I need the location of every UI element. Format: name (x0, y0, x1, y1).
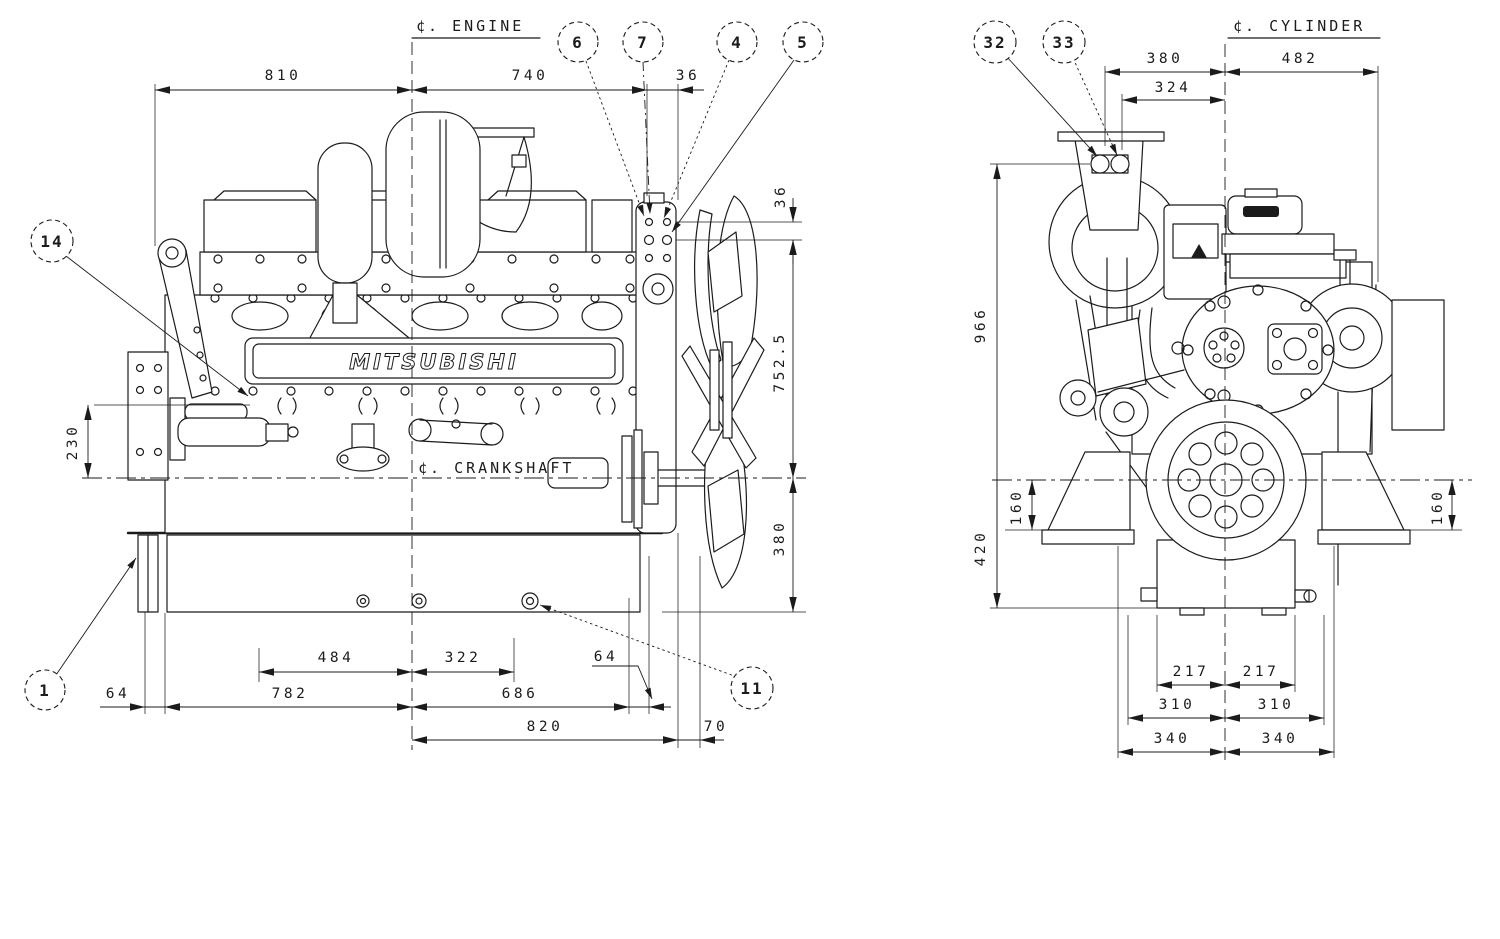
crankshaft-centerline-label: ¢. CRANKSHAFT (418, 459, 574, 477)
side-balloons: 6 7 4 5 14 1 11 (24, 21, 824, 711)
front-view: ¢. CYLINDER 380 482 324 966 160 420 (973, 17, 1472, 762)
mount-foot-right (1321, 451, 1405, 531)
engine-centerline-label: ¢. ENGINE (416, 17, 524, 35)
dim-230: 230 (65, 424, 81, 461)
balloon-5-label: 5 (797, 33, 809, 52)
side-centerlines: ¢. ENGINE ¢. CRANKSHAFT (82, 17, 806, 750)
balloon-14-label: 14 (40, 232, 63, 251)
balloon-6-label: 6 (572, 33, 584, 52)
front-dims-right: 160 (1408, 480, 1462, 531)
injection-line-clips (277, 397, 616, 415)
flange-bolt-a (1090, 154, 1110, 174)
filler-cap (1243, 206, 1279, 217)
cylinder-centerline-label: ¢. CYLINDER (1233, 17, 1365, 35)
balloon-14 (30, 219, 74, 263)
dim-36-right: 36 (773, 184, 789, 208)
valve-cover: MITSUBISHI (244, 337, 624, 385)
front-turbo-group (1048, 131, 1182, 421)
dim-340-right: 340 (1262, 731, 1299, 747)
drain-plug (521, 592, 539, 610)
underside-fittings (336, 418, 504, 472)
dim-64-left: 64 (106, 686, 130, 702)
front-balloons: 32 33 (973, 20, 1118, 157)
balloon-33-label: 33 (1052, 33, 1075, 52)
balloon-11 (730, 666, 774, 710)
pto-cover-plate (1267, 323, 1323, 375)
fan-hub (709, 349, 720, 431)
dim-686: 686 (502, 686, 539, 702)
starter-motor (177, 417, 271, 447)
mount-pad-left (1041, 529, 1135, 545)
dim-64-right: 64 (594, 649, 618, 665)
side-dims-bottom: 484 322 64 64 782 686 820 70 (100, 533, 728, 750)
side-view: MITSUBISHI ¢. ENGINE ¢. CRANKSHAFT 810 7… (24, 17, 824, 750)
balloon-7 (622, 21, 664, 63)
front-centerlines: ¢. CYLINDER (992, 17, 1472, 762)
dim-322: 322 (445, 650, 482, 666)
dim-160-right: 160 (1430, 489, 1446, 526)
front-cover (635, 192, 677, 534)
balloon-6 (557, 21, 599, 63)
balloon-32-label: 32 (983, 33, 1006, 52)
inlet-elbow-block (1087, 317, 1147, 397)
front-dims-left: 966 160 420 (973, 163, 1157, 609)
warning-triangle-icon (1191, 244, 1207, 258)
mount-pad-right (1317, 529, 1411, 545)
dim-217-right: 217 (1243, 664, 1280, 680)
tensioner-pulley (1059, 379, 1097, 417)
dim-752-5: 752.5 (772, 331, 788, 392)
balloon-1 (24, 669, 66, 711)
dim-782: 782 (272, 686, 309, 702)
left-end-group (127, 238, 299, 481)
dim-70: 70 (704, 719, 728, 735)
dim-484: 484 (318, 650, 355, 666)
brand-logo: MITSUBISHI (349, 350, 519, 374)
side-dims-right: 36 752.5 380 (662, 184, 806, 613)
flange-bolt-b (1110, 154, 1130, 174)
cooling-fan (681, 195, 765, 589)
air-cleaner (317, 142, 373, 284)
dim-420: 420 (973, 530, 989, 567)
dim-820: 820 (527, 719, 564, 735)
balloon-4 (716, 21, 758, 63)
dim-966: 966 (973, 307, 989, 344)
belt-drive (1059, 369, 1185, 521)
front-dims-bottom: 217 217 310 310 340 340 (1117, 546, 1335, 758)
timing-gear-case (1171, 284, 1335, 416)
dim-36-top: 36 (676, 68, 700, 84)
mount-foot-left (1047, 451, 1131, 531)
dim-810: 810 (265, 68, 302, 84)
balloon-4-label: 4 (731, 33, 743, 52)
water-pump-boss (642, 273, 674, 305)
crankshaft-label-box (547, 457, 609, 489)
side-dims-left: 230 (65, 404, 250, 478)
water-pump-pulley (1099, 387, 1149, 437)
idler-hub (1203, 327, 1245, 369)
dim-310-left: 310 (1159, 697, 1196, 713)
dim-324: 324 (1155, 80, 1192, 96)
front-dims-top: 380 482 324 (1104, 51, 1379, 282)
engine-mount-bracket (127, 351, 169, 481)
dim-310-right: 310 (1258, 697, 1295, 713)
dim-482: 482 (1282, 51, 1319, 67)
exhaust-inlet-flange (1057, 131, 1165, 142)
dim-340-left: 340 (1154, 731, 1191, 747)
dim-740: 740 (512, 68, 549, 84)
balloon-1-label: 1 (39, 681, 51, 700)
balloon-11-label: 11 (740, 679, 763, 698)
muffler-body (385, 111, 481, 278)
dim-380: 380 (772, 520, 788, 557)
balloon-32 (973, 20, 1017, 64)
dim-160-left: 160 (1009, 489, 1025, 526)
front-cover-stack (1163, 188, 1357, 346)
turbocharger-group (304, 111, 535, 348)
side-dims-top: 810 740 36 (154, 68, 704, 246)
mounts-and-pan (1041, 451, 1411, 616)
balloon-7-label: 7 (637, 33, 649, 52)
balloon-33 (1042, 20, 1086, 64)
dim-380-front: 380 (1147, 51, 1184, 67)
balloon-5 (782, 21, 824, 63)
dim-217-left: 217 (1173, 664, 1210, 680)
